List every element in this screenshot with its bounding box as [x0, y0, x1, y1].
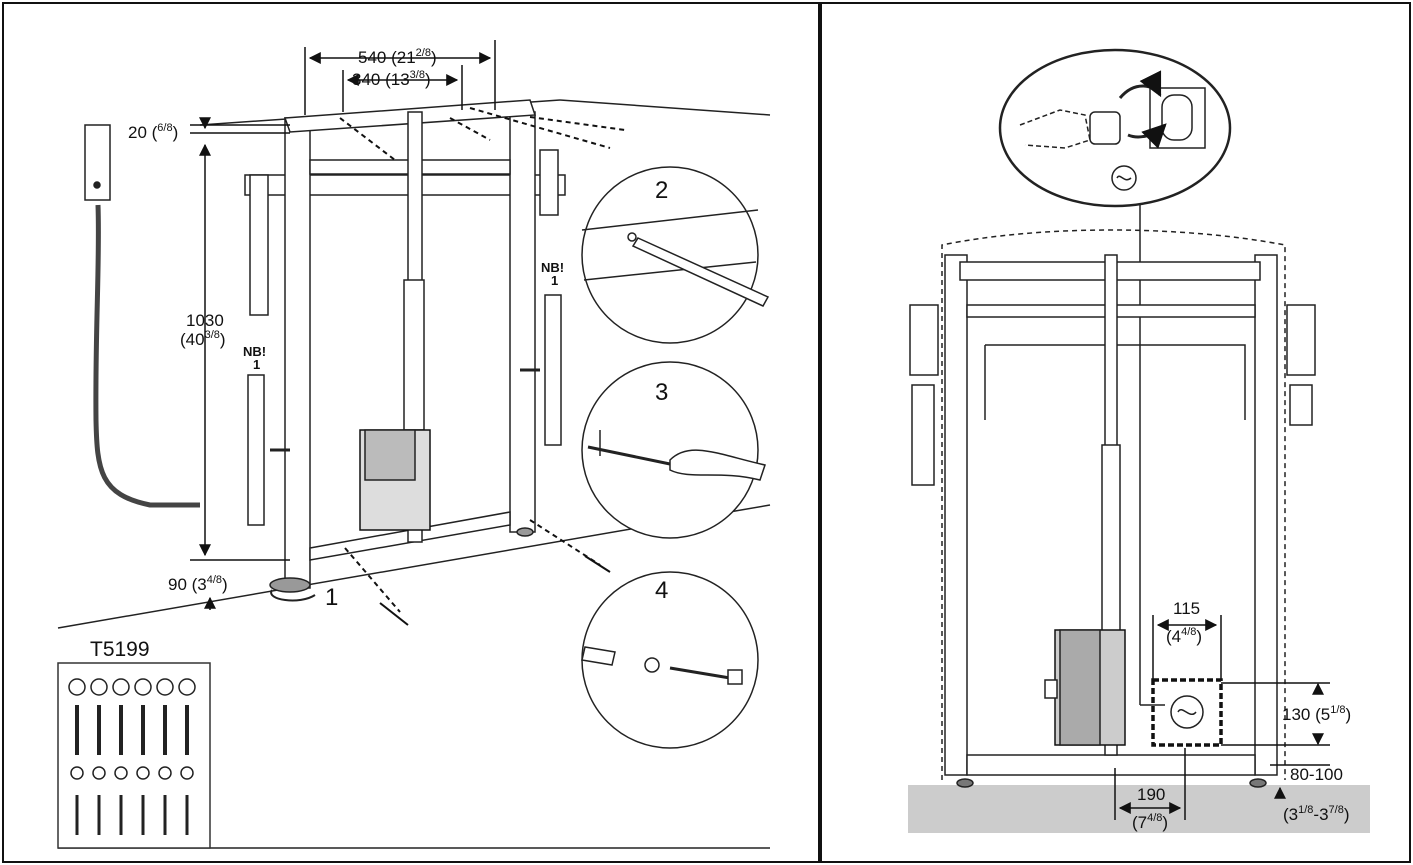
- right-dimension-lines: [1114, 615, 1330, 820]
- dim-floor-mm: 80-100: [1290, 765, 1343, 784]
- dim-box-width-mm: 115: [1173, 599, 1200, 618]
- dim-top: 20 (6/8): [128, 122, 178, 142]
- dim-height-in: (403/8): [180, 329, 226, 349]
- dim-height-mm: 1030: [186, 311, 224, 330]
- note-left-num: 1: [253, 357, 260, 372]
- note-right: NB!: [541, 260, 564, 275]
- outlet-location-box: [1151, 678, 1223, 747]
- dim-offset-mm: 190: [1137, 785, 1165, 804]
- upright-right: [509, 111, 536, 533]
- dim-offset-in: (74/8): [1132, 812, 1168, 832]
- right-panel-border: [820, 2, 1411, 863]
- side-piece-left: [247, 374, 265, 526]
- dim-bottom: 90 (34/8): [168, 574, 228, 594]
- step-2-label: 2: [655, 177, 668, 204]
- dim-box-width-in: (44/8): [1166, 626, 1202, 646]
- wall-control-panel: [84, 124, 111, 201]
- left-illustration: [57, 99, 771, 849]
- dim-box-height: 130 (51/8): [1282, 704, 1351, 724]
- kit-code: T5199: [90, 638, 150, 661]
- hardware-kit-contents: [68, 678, 196, 835]
- step-3-label: 3: [655, 379, 668, 406]
- step-1-label: 1: [325, 584, 338, 611]
- left-panel-border: [2, 2, 820, 863]
- note-left: NB!: [243, 344, 266, 359]
- dim-width-outer: 540 (212/8): [358, 47, 437, 67]
- left-dimension-lines: [190, 40, 496, 610]
- note-right-num: 1: [551, 273, 558, 288]
- upright-left: [284, 117, 311, 589]
- step-4-label: 4: [655, 577, 668, 604]
- dim-width-inner: 340 (133/8): [352, 69, 431, 89]
- dim-floor-in: (31/8-37/8): [1283, 804, 1350, 824]
- side-piece-right: [544, 294, 562, 446]
- right-illustration: [908, 48, 1370, 833]
- hardware-kit-box: [57, 662, 211, 849]
- callout-circle-3: [581, 361, 759, 539]
